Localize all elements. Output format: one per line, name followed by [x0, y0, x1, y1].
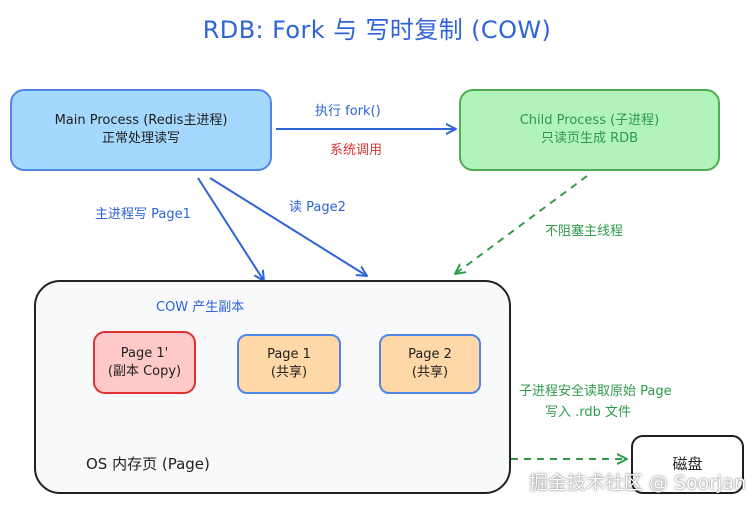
disk-node: 磁盘: [631, 435, 744, 494]
child-process-title: Child Process (子进程): [519, 113, 660, 129]
main-process-subtitle: 正常处理读写: [101, 131, 180, 146]
main-process-node: Main Process (Redis主进程) 正常处理读写: [10, 89, 272, 171]
page1-subtitle: (共享): [270, 365, 308, 380]
write-page1-arrow: [197, 177, 264, 281]
page-copy-title: Page 1': [120, 345, 169, 361]
page2-title: Page 2: [408, 347, 452, 363]
fork-label: 执行 fork(): [315, 104, 381, 119]
cow-label: COW 产生副本: [156, 300, 245, 315]
page-copy-subtitle: (副本 Copy): [107, 363, 182, 379]
page1-title: Page 1: [267, 347, 311, 363]
page2-subtitle: (共享): [411, 365, 449, 380]
child-process-node: Child Process (子进程) 只读页生成 RDB: [459, 89, 720, 171]
page-copy-node: Page 1' (副本 Copy): [93, 331, 196, 394]
page1-node: Page 1 (共享): [237, 334, 341, 394]
page2-node: Page 2 (共享): [379, 334, 481, 394]
read-page2-arrow: [209, 177, 367, 276]
syscall-label: 系统调用: [330, 143, 383, 158]
child-process-subtitle: 只读页生成 RDB: [540, 131, 639, 146]
write-rdb-label-line1: 子进程安全读取原始 Page: [519, 384, 672, 399]
watermark-text: 掘金技术社区 @ Soorjan: [528, 472, 746, 494]
child-non-blocking-arrow: [455, 175, 588, 274]
diagram-title: RDB: Fork 与 写时复制 (COW): [202, 16, 552, 44]
non-blocking-label: 不阻塞主线程: [545, 224, 624, 239]
write-rdb-label-line2: 写入 .rdb 文件: [545, 405, 632, 420]
read-page2-label: 读 Page2: [289, 200, 346, 215]
os-memory-label: OS 内存页 (Page): [86, 454, 210, 473]
disk-label: 磁盘: [672, 455, 703, 474]
main-process-title: Main Process (Redis主进程): [54, 113, 228, 129]
write-page1-label: 主进程写 Page1: [95, 207, 191, 222]
